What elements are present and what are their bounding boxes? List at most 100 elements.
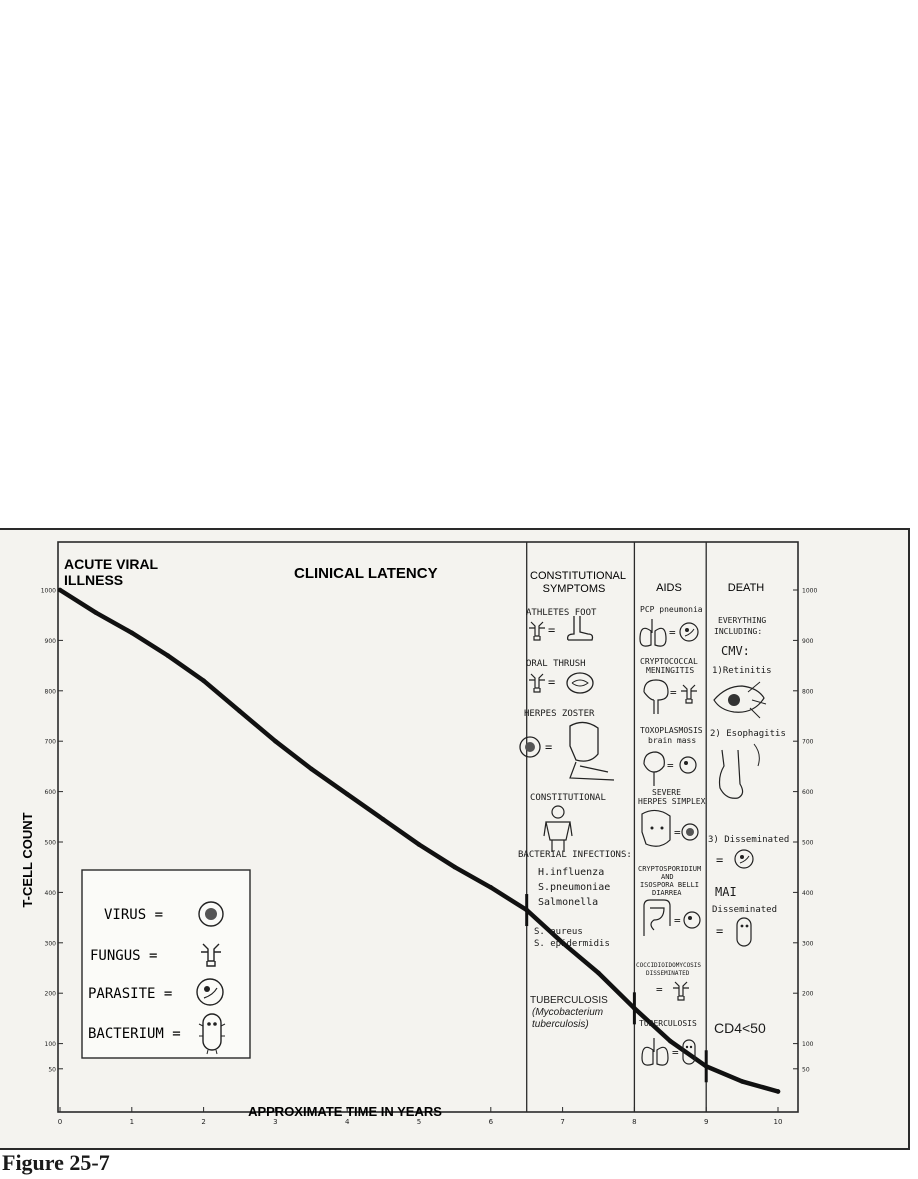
legend-bacterium-label: BACTERIUM = [88,1026,181,1042]
tcell-data-point [237,708,242,714]
label-toxo-2: brain mass [648,736,696,745]
label-herpes-zoster: HERPES ZOSTER [524,709,595,719]
y-tick-label-right: 50 [802,1066,810,1073]
tcell-data-point [201,678,206,684]
legend-virus-label: VIRUS = [104,907,163,923]
parasite-icon [679,622,699,642]
mouth-icon [566,672,594,694]
label-oral-thrush: ORAL THRUSH [526,659,586,669]
y-tick-label-right: 900 [802,638,814,645]
tcell-data-point [775,1089,781,1094]
label-mai-disseminated: Disseminated [712,905,777,915]
equals-sign: = [716,853,723,867]
tcell-data-point [452,864,458,870]
label-cryptosporidium-2: AND [661,873,674,881]
label-everything-1: EVERYTHING [718,616,766,625]
brain-icon [643,679,669,714]
label-cmv: CMV: [721,644,750,658]
bacterium-icon [198,1013,226,1055]
parasite-icon [683,911,701,929]
equals-sign: = [670,686,677,699]
tcell-data-point [57,587,63,593]
x-tick-label: 7 [560,1118,564,1126]
tcell-data-point [129,630,135,636]
label-esophagitis: 2) Esophagitis [710,729,786,739]
stage-constitutional-line2: SYMPTOMS [543,583,606,595]
plot-border [57,541,799,1113]
y-tick-label-left: 50 [48,1066,56,1073]
label-cd4: CD4<50 [714,1020,766,1036]
label-mycobacterium-2: tuberculosis) [532,1019,589,1030]
y-tick-label-left: 300 [45,940,57,947]
label-aids-tuberculosis: TUBERCULOSIS [639,1019,697,1028]
label-disseminated: 3) Disseminated [708,835,789,845]
y-tick-label-left: 400 [45,890,57,897]
person-icon [543,805,573,852]
equals-sign: = [548,623,555,637]
fungus-icon [529,621,545,641]
label-cryptosporidium-1: CRYPTOSPORIDIUM [638,865,701,873]
lungs-icon [641,1038,669,1066]
tcell-data-point [273,738,278,744]
label-salmonella: Salmonella [538,897,598,908]
stage-acute-line1: ACUTE VIRAL [64,556,159,572]
label-mycobacterium-1: (Mycobacterium [532,1007,603,1018]
x-tick-label: 10 [774,1118,783,1126]
label-herpes-1: SEVERE [652,788,681,797]
tcell-data-point [416,842,422,847]
y-tick-label-right: 300 [802,940,814,947]
label-crypto-2: MENINGITIS [646,666,694,675]
tcell-data-point [596,970,601,976]
y-tick-label-right: 1000 [802,588,817,595]
y-tick-label-right: 800 [802,688,814,695]
eye-icon [713,681,767,719]
equals-sign: = [667,759,674,772]
equals-sign: = [674,914,681,927]
x-tick-label: 8 [632,1118,636,1126]
label-bacterial: BACTERIAL INFECTIONS: [518,850,632,860]
equals-sign: = [656,983,663,996]
esophagus-icon [718,743,760,799]
label-athletes-foot: ATHLETES FOOT [526,608,597,618]
y-tick-label-right: 400 [802,890,814,897]
x-tick-label: 0 [58,1118,62,1126]
x-tick-label: 9 [704,1118,708,1126]
label-tuberculosis: TUBERCULOSIS [530,995,608,1006]
label-herpes-2: HERPES SIMPLEX [638,797,706,806]
legend-parasite-label: PARASITE = [88,986,172,1002]
fungus-icon [681,684,697,704]
figure-frame: ACUTE VIRAL ILLNESS CLINICAL LATENCY CON… [0,528,910,1150]
label-mai: MAI [715,885,737,899]
brain-icon [643,751,665,786]
tcell-data-point [165,653,170,658]
y-tick-label-right: 500 [802,840,814,847]
label-everything-2: INCLUDING: [714,627,762,636]
tcell-data-point [309,766,314,772]
x-tick-label: 1 [130,1118,134,1126]
y-tick-label-left: 1000 [41,588,56,595]
fungus-icon [529,673,545,693]
stage-constitutional-line1: CONSTITUTIONAL [530,570,626,582]
virus-icon [681,823,699,841]
label-cryptosporidium-4: DIARREA [652,889,682,897]
legend-fungus-label: FUNGUS = [90,948,157,964]
figure-caption: Figure 25-7 [2,1150,110,1175]
label-s-aureus: S. aureus [534,927,583,937]
label-constitutional: CONSTITUTIONAL [530,793,606,803]
label-s-pneumoniae: S.pneumoniae [538,882,610,893]
y-tick-label-right: 100 [802,1041,814,1048]
equals-sign: = [548,675,555,689]
x-tick-label: 2 [201,1118,205,1126]
label-cryptosporidium-3: ISOSPORA BELLI [640,881,699,889]
curve-layer [57,587,781,1094]
x-tick-label: 6 [489,1118,494,1126]
foot-icon [566,616,594,641]
y-tick-label-left: 200 [45,991,57,998]
fungus-icon [673,981,689,1001]
bacterium-icon [736,917,752,947]
intestine-icon [643,899,671,936]
y-tick-label-right: 200 [802,991,814,998]
equals-sign: = [669,626,676,639]
label-retinitis: 1)Retinitis [712,666,772,676]
face-icon [569,721,615,781]
